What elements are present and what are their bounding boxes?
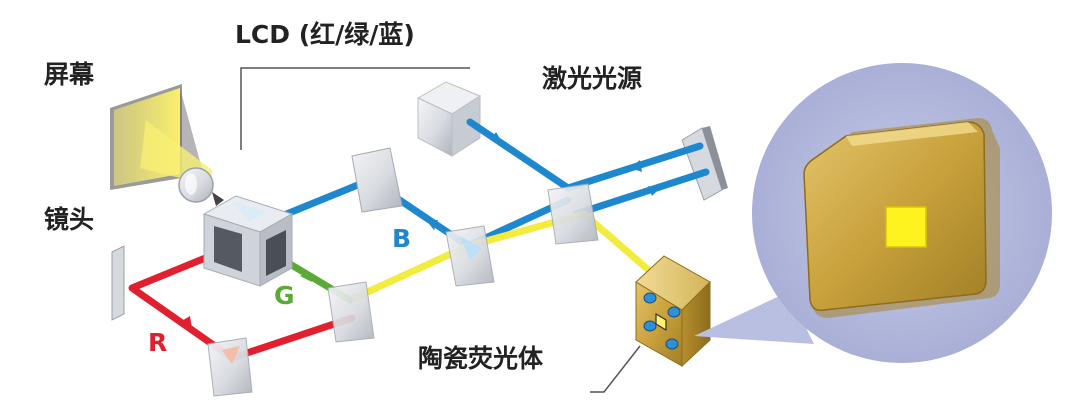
red-beam-label: R [148, 328, 168, 357]
blue-beam-label: B [392, 224, 412, 253]
dichroic-mirror-top [351, 147, 403, 213]
yellow-beam [346, 210, 664, 304]
mounting-holes [643, 292, 681, 350]
red-mirror [207, 337, 253, 397]
blue-beam-to-lcd [258, 176, 572, 250]
blue-beam-return [572, 168, 710, 218]
phosphor-spot [655, 312, 667, 332]
beam-arrows [180, 132, 660, 328]
left-mirror [111, 245, 125, 321]
blue-arrow-icon [630, 160, 642, 172]
blue-beam [466, 118, 704, 192]
phosphor-closeup [803, 118, 1000, 318]
lens-label: 镜头 [44, 205, 95, 234]
dichroic-mirror-center [547, 183, 599, 245]
blue-arrow-icon [648, 186, 660, 196]
blue-arrow-icon [426, 220, 438, 230]
green-beam-label: G [274, 281, 295, 310]
magnifier-callout [694, 63, 1052, 363]
lcd-label: LCD (红/绿/蓝) [235, 20, 415, 49]
laser-source-cube [416, 81, 482, 157]
ceramic-phosphor-block [635, 255, 711, 368]
dichroic-mirror-blue [445, 225, 495, 287]
right-mirror [681, 126, 728, 201]
laser-source-label: 激光光源 [542, 64, 643, 93]
phosphor-square [885, 206, 927, 248]
dichroic-mirror-green [327, 281, 375, 343]
lcd-leader-line [240, 67, 470, 150]
screen-label: 屏幕 [44, 60, 95, 89]
green-arrow-icon [300, 272, 312, 282]
ceramic-phosphor-label: 陶瓷荧光体 [418, 344, 544, 373]
blue-arrow-icon [490, 132, 502, 142]
lens-arrow-icon [212, 192, 224, 206]
red-arrow-icon [180, 316, 192, 328]
lcd-prism-cube [202, 195, 294, 287]
lens [178, 167, 224, 206]
screen [110, 84, 212, 190]
phosphor-leader-line [590, 345, 641, 393]
